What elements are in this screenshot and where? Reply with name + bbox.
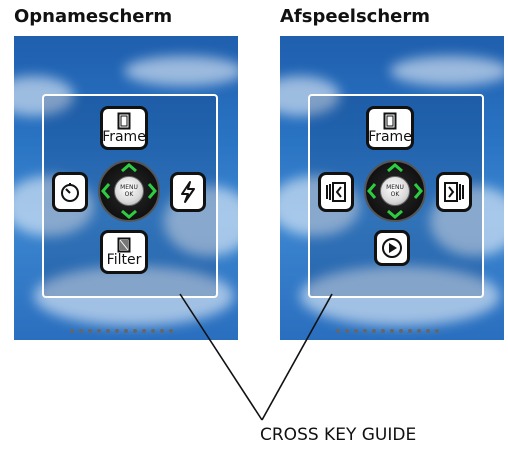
dial-arrows-icon	[101, 163, 157, 219]
page-dot	[151, 329, 155, 333]
right-screen-title: Afspeelscherm	[280, 6, 430, 27]
page-dot	[345, 329, 349, 333]
left-screen-title: Opnamescherm	[14, 6, 173, 27]
page-dot	[426, 329, 430, 333]
self-timer-key[interactable]	[52, 172, 88, 212]
next-image-key[interactable]	[436, 172, 472, 212]
page-dot	[160, 329, 164, 333]
cross-key-dial[interactable]: MENU OK	[364, 160, 426, 222]
self-timer-icon	[61, 183, 79, 202]
page-dot	[106, 329, 110, 333]
dial-arrows-icon	[367, 163, 423, 219]
play-icon	[382, 238, 402, 258]
menu-label: MENU	[120, 184, 138, 191]
cloud	[390, 56, 504, 86]
page-dot	[142, 329, 146, 333]
frame-key-label: Frame	[368, 129, 412, 145]
cross-key-guide: Frame MENU OK Filter	[42, 94, 218, 298]
page-dot	[97, 329, 101, 333]
ok-label: OK	[124, 191, 134, 198]
cross-key-guide: Frame MENU OK	[308, 94, 484, 298]
leader-line-left	[179, 293, 263, 421]
page-dot	[417, 329, 421, 333]
leader-line-right	[261, 293, 333, 421]
frame-key-label: Frame	[102, 129, 146, 145]
page-dot	[79, 329, 83, 333]
frame-icon	[117, 112, 131, 130]
page-dot	[372, 329, 376, 333]
filter-key-label: Filter	[106, 252, 142, 268]
page-dot	[124, 329, 128, 333]
cross-key-guide-caption: CROSS KEY GUIDE	[260, 425, 417, 445]
ok-label: OK	[390, 191, 400, 198]
menu-ok-button[interactable]: MENU OK	[380, 176, 410, 206]
frame-key[interactable]: Frame	[100, 106, 148, 150]
right-screen: Frame MENU OK	[280, 36, 504, 340]
flash-key[interactable]	[170, 172, 206, 212]
menu-ok-button[interactable]: MENU OK	[114, 176, 144, 206]
left-screen: Frame MENU OK Filter	[14, 36, 238, 340]
page-dot	[169, 329, 173, 333]
previous-image-icon	[326, 182, 346, 202]
page-dot	[115, 329, 119, 333]
flash-icon	[181, 181, 195, 203]
cloud	[124, 56, 238, 86]
page-dot	[363, 329, 367, 333]
page-dot	[381, 329, 385, 333]
next-image-icon	[444, 182, 464, 202]
page-dot	[70, 329, 74, 333]
frame-icon	[383, 112, 397, 130]
cross-key-dial[interactable]: MENU OK	[98, 160, 160, 222]
page-dot	[390, 329, 394, 333]
right-page-indicator	[336, 329, 439, 333]
play-key[interactable]	[374, 230, 410, 266]
filter-key[interactable]: Filter	[100, 230, 148, 274]
page-dot	[88, 329, 92, 333]
page-dot	[408, 329, 412, 333]
filter-icon	[117, 237, 131, 253]
page-dot	[354, 329, 358, 333]
page-dot	[399, 329, 403, 333]
menu-label: MENU	[386, 184, 404, 191]
page-dot	[133, 329, 137, 333]
previous-image-key[interactable]	[318, 172, 354, 212]
page-dot	[336, 329, 340, 333]
frame-key[interactable]: Frame	[366, 106, 414, 150]
page-dot	[435, 329, 439, 333]
left-page-indicator	[70, 329, 173, 333]
